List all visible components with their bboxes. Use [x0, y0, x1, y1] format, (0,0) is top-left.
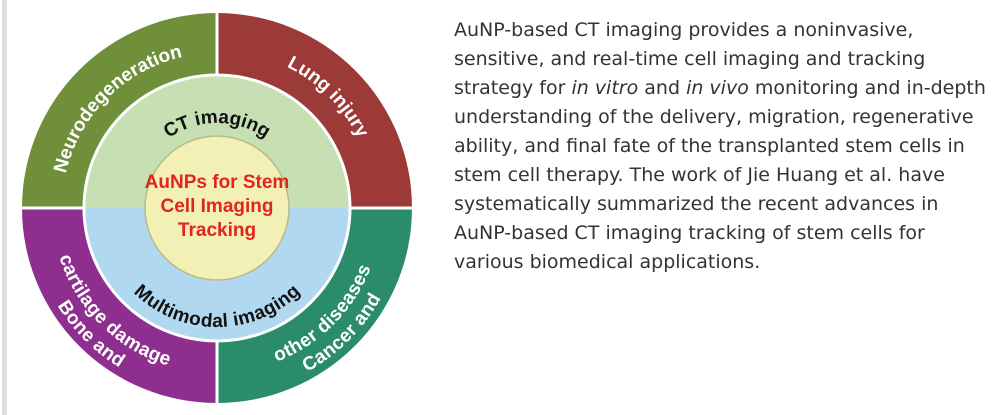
diagram-svg: Neurodegeneration Lung injury Cancer and… — [17, 8, 417, 408]
ring-border — [82, 73, 352, 343]
caption-em-in-vitro: in vitro — [571, 77, 639, 99]
caption-part-1: AuNP-based CT imaging provides a noninva… — [454, 19, 926, 99]
center-circle — [144, 135, 290, 281]
center-line-3: Tracking — [178, 220, 256, 241]
caption-paragraph: AuNP-based CT imaging provides a noninva… — [454, 16, 999, 277]
caption-part-3: monitoring and in-depth understanding of… — [454, 77, 986, 273]
caption-part-2: and — [638, 77, 687, 99]
quote-bar — [2, 0, 7, 415]
diagram-figure: Neurodegeneration Lung injury Cancer and… — [14, 0, 434, 415]
center-line-2: Cell Imaging — [161, 196, 274, 217]
caption-text: AuNP-based CT imaging provides a noninva… — [454, 16, 999, 277]
caption-em-in-vivo: in vivo — [686, 77, 749, 99]
center-line-1: AuNPs for Stem — [145, 172, 290, 193]
